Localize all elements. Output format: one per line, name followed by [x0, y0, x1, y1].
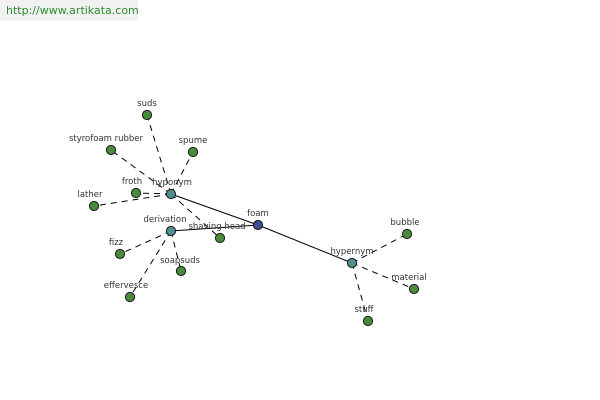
center-label-foam[interactable]: foam — [247, 209, 269, 219]
word-label-suds[interactable]: suds — [137, 99, 157, 109]
graph-edges — [93, 114, 415, 322]
word-node-effervesce[interactable] — [124, 291, 136, 303]
word-label-shaving-head[interactable]: shaving head — [188, 222, 245, 232]
word-node-material[interactable] — [408, 283, 420, 295]
word-node-suds[interactable] — [141, 109, 153, 121]
edge-foam-hyponym — [170, 193, 259, 226]
word-node-styrofoam-rubber[interactable] — [105, 144, 117, 156]
edge-derivation-soapsuds — [170, 230, 182, 272]
word-label-soapsuds[interactable]: soapsuds — [160, 256, 200, 266]
word-node-shaving-head[interactable] — [214, 232, 226, 244]
relation-label-hyponym[interactable]: hyponym — [152, 178, 192, 188]
site-url-link[interactable]: http://www.artikata.com — [0, 0, 139, 21]
center-node-foam[interactable] — [252, 219, 264, 231]
edge-hyponym-suds — [146, 114, 172, 195]
edge-hyponym-styrofoam-rubber — [110, 149, 172, 195]
word-label-spume[interactable]: spume — [179, 136, 208, 146]
edge-hyponym-froth — [135, 192, 172, 195]
relation-node-derivation[interactable] — [165, 225, 177, 237]
edge-hypernym-material — [351, 262, 415, 290]
word-node-froth[interactable] — [130, 187, 142, 199]
word-label-lather[interactable]: lather — [77, 190, 103, 200]
word-label-froth[interactable]: froth — [122, 177, 142, 187]
word-node-stuff[interactable] — [362, 315, 374, 327]
edge-derivation-fizz — [119, 230, 172, 255]
edge-hyponym-lather — [93, 193, 172, 207]
relation-node-hyponym[interactable] — [165, 188, 177, 200]
word-label-fizz[interactable]: fizz — [109, 238, 124, 248]
edge-foam-hypernym — [257, 224, 353, 264]
word-label-effervesce[interactable]: effervesce — [104, 281, 148, 291]
word-node-spume[interactable] — [187, 146, 199, 158]
relation-node-hypernym[interactable] — [346, 257, 358, 269]
relation-label-hypernym[interactable]: hypernym — [330, 247, 373, 257]
word-node-soapsuds[interactable] — [175, 265, 187, 277]
word-label-stuff[interactable]: stuff — [354, 305, 374, 315]
graph-nodes — [88, 109, 420, 327]
relation-label-derivation[interactable]: derivation — [143, 215, 186, 225]
graph-labels: suds styrofoam rubber spume froth lather shav… — [69, 99, 427, 315]
word-label-material[interactable]: material — [391, 273, 426, 283]
word-node-lather[interactable] — [88, 200, 100, 212]
word-label-bubble[interactable]: bubble — [390, 218, 419, 228]
edge-derivation-effervesce — [129, 230, 172, 298]
word-label-styrofoam-rubber[interactable]: styrofoam rubber — [69, 134, 144, 144]
edge-foam-derivation — [170, 224, 259, 232]
edge-hyponym-spume — [170, 151, 194, 195]
word-node-fizz[interactable] — [114, 248, 126, 260]
word-node-bubble[interactable] — [401, 228, 413, 240]
